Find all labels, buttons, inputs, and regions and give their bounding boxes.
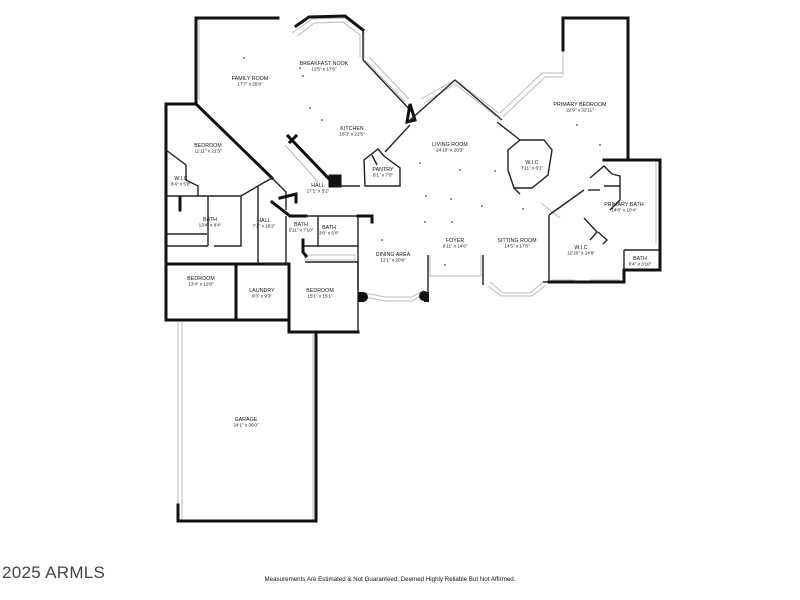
room-name: PRIMARY BATH <box>604 202 644 208</box>
room-name: KITCHEN <box>340 126 364 132</box>
room-dims: 12'5" x 17'6" <box>311 67 337 72</box>
window-outlines <box>165 17 661 520</box>
room-dims: 24'1" x 36'0" <box>233 423 259 428</box>
room-name: FOYER <box>446 238 465 244</box>
brand-watermark: 2025 ARMLS <box>2 563 106 582</box>
disclaimer-text: Measurements Are Estimated & Not Guarant… <box>264 576 516 583</box>
room-name: SITTING ROOM <box>497 238 536 244</box>
room-dims: 14'5" x 17'8" <box>504 244 530 249</box>
fixture-dots <box>243 57 601 266</box>
room-dims: 8'4" x 5'8" <box>171 182 191 187</box>
room-dims: 15'1" x 15'1" <box>307 294 333 299</box>
room-name: PANTRY <box>372 167 394 173</box>
room-dims: 6'4" x 3'10" <box>629 262 652 267</box>
column-blocks <box>358 291 429 302</box>
room-name: HALL <box>311 183 324 189</box>
room-dims: 13'4" x 12'8" <box>188 282 214 287</box>
room-name: HALL <box>257 218 270 224</box>
room-dims: 11'11" x 21'3" <box>194 149 221 154</box>
room-name: PRIMARY BEDROOM <box>553 102 606 108</box>
room-dims: 6'1" x 7'0" <box>373 173 393 178</box>
room-name: BATH <box>633 256 647 262</box>
room-dims: 14'8" x 10'4" <box>611 208 637 213</box>
room-name: DINING AREA <box>376 252 411 258</box>
room-dims: 9'3" x 9'3" <box>252 294 272 299</box>
room-name: BATH <box>294 222 308 228</box>
room-dims: 9'11" x 14'6" <box>443 244 468 249</box>
room-dims: 22'9" x 32'11" <box>566 108 594 113</box>
room-dims: 7'1" x 16'2" <box>253 224 276 229</box>
room-labels: FAMILY ROOM 17'7" x 25'8" BREAKFAST NOOK… <box>171 61 652 428</box>
room-name: BEDROOM <box>187 276 215 282</box>
walls <box>164 14 662 523</box>
room-name: W.I.C <box>525 160 538 166</box>
room-name: FAMILY ROOM <box>232 76 269 82</box>
room-name: BEDROOM <box>306 288 334 294</box>
room-name: BEDROOM <box>194 143 222 149</box>
room-dims: 13'4" x 8'4" <box>199 223 222 228</box>
room-name: W.I.C <box>174 176 187 182</box>
room-name: LAUNDRY <box>249 288 275 294</box>
room-dims: 17'1" x 5'2" <box>307 189 330 194</box>
room-name: BATH <box>203 217 217 223</box>
room-name: BREAKFAST NOOK <box>300 61 349 67</box>
room-name: W.I.C <box>574 245 587 251</box>
room-dims: 12'10" x 14'8" <box>567 251 595 256</box>
room-dims: 3'0" x 5'0" <box>319 231 339 236</box>
room-dims: 12'1" x 20'8" <box>380 258 406 263</box>
room-dims: 18'3" x 21'5" <box>339 132 365 137</box>
room-name: GARAGE <box>235 417 258 423</box>
room-dims: 17'7" x 25'8" <box>237 82 263 87</box>
room-dims: 5'11" x 7'10" <box>289 228 314 233</box>
room-name: LIVING ROOM <box>432 142 468 148</box>
room-dims: 24'10" x 20'3" <box>436 148 464 153</box>
room-dims: 7'11" x 6'1" <box>521 166 544 171</box>
room-name: BATH <box>322 225 336 231</box>
